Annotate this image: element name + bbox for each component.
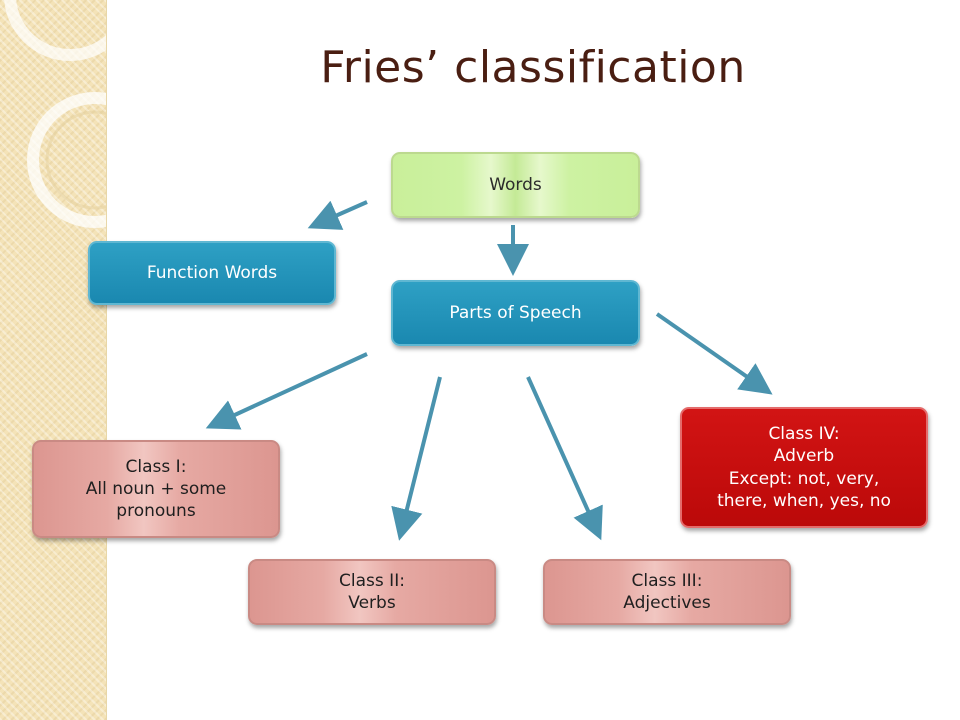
node-class-3-label: Class III: Adjectives: [623, 570, 711, 613]
node-class-2: Class II: Verbs: [248, 559, 496, 625]
node-class-3: Class III: Adjectives: [543, 559, 791, 625]
arrow-parts-to-class2: [391, 376, 442, 541]
node-class-4: Class IV: Adverb Except: not, very, ther…: [680, 407, 928, 528]
node-class-1: Class I: All noun + some pronouns: [32, 440, 280, 538]
node-parts-of-speech: Parts of Speech: [391, 280, 640, 346]
node-class-4-label: Class IV: Adverb Except: not, very, ther…: [717, 424, 891, 511]
arrow-parts-to-class3: [526, 376, 603, 541]
arrow-parts-to-class1: [205, 352, 368, 430]
node-class-1-label: Class I: All noun + some pronouns: [85, 456, 227, 522]
decorative-rings: [4, 0, 106, 228]
node-function-words-label: Function Words: [146, 262, 278, 283]
page-title: Fries’ classification: [320, 42, 746, 93]
node-words-label: Words: [489, 174, 542, 195]
node-parts-of-speech-label: Parts of Speech: [449, 302, 582, 323]
arrow-parts-to-class4: [655, 312, 773, 395]
decorative-sidebar: [0, 0, 107, 720]
arrow-words-to-function: [307, 200, 368, 230]
node-function-words: Function Words: [88, 241, 336, 305]
node-class-2-label: Class II: Verbs: [339, 570, 405, 613]
node-words: Words: [391, 152, 640, 218]
